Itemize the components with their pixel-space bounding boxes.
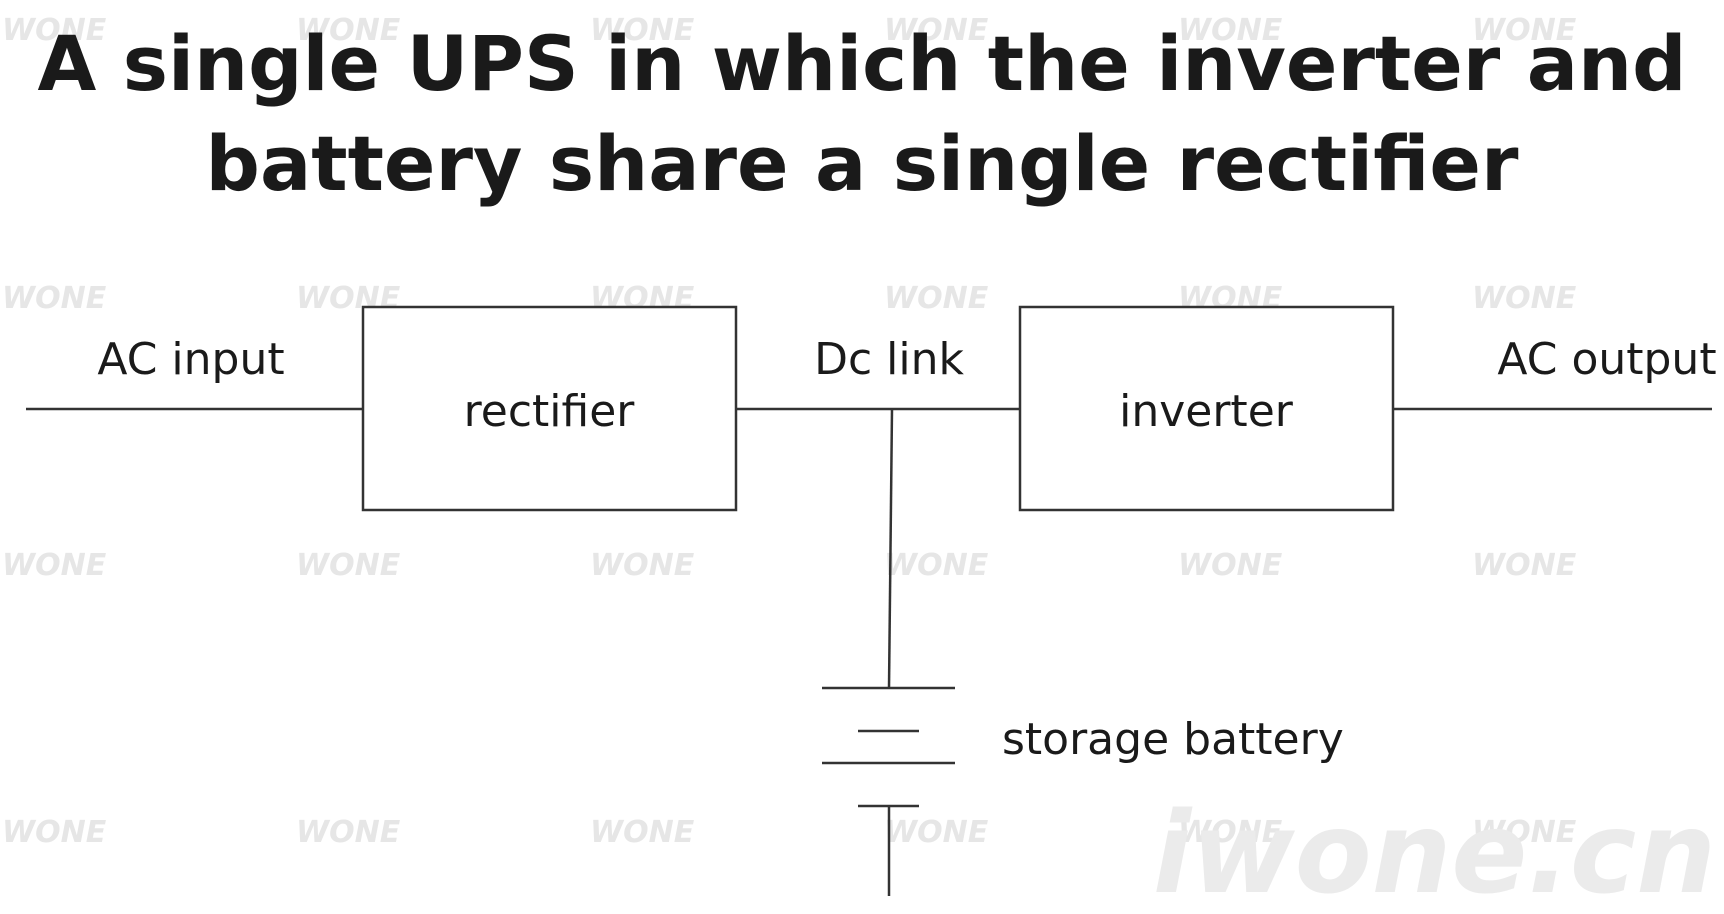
watermark-tile: WONE (1472, 548, 1577, 583)
dc-link-label: Dc link (814, 334, 964, 385)
watermark-tile: WONE (884, 815, 989, 850)
watermark-tile: WONE (2, 13, 107, 48)
watermark-tile: WONE (1472, 13, 1577, 48)
watermark-tile: WONE (590, 13, 695, 48)
watermark-tile: WONE (2, 548, 107, 583)
battery-symbol (822, 686, 955, 808)
watermark-tile: WONE (1178, 815, 1283, 850)
watermark-tile: WONE (1472, 815, 1577, 850)
watermark-tile: WONE (884, 281, 989, 316)
inverter-block (1018, 305, 1395, 512)
watermark-tile: WONE (2, 281, 107, 316)
watermark-tile: WONE (884, 548, 989, 583)
watermark-tile: WONE (296, 548, 401, 583)
ac-output-label: AC output (1497, 334, 1716, 385)
storage-battery-label: storage battery (1002, 714, 1344, 765)
watermark-tile: WONE (296, 815, 401, 850)
watermark-tile: WONE (884, 13, 989, 48)
watermark-tile: WONE (590, 815, 695, 850)
watermark-tile: WONE (1178, 548, 1283, 583)
watermark-tile: WONE (1472, 281, 1577, 316)
page-title: A single UPS in which the inverter and b… (0, 14, 1724, 214)
title-line-2: battery share a single rectifier (205, 119, 1519, 208)
rectifier-label: rectifier (464, 386, 636, 437)
watermark-tile: WONE (296, 13, 401, 48)
inverter-label: inverter (1119, 386, 1294, 437)
watermark-tiles: WONE WONE WONE WONE WONE WONE WONE WONE … (2, 13, 1577, 850)
watermark-logo: iwone.cn (1153, 789, 1716, 914)
ac-input-label: AC input (97, 334, 284, 385)
watermark-tile: WONE (1178, 13, 1283, 48)
watermark-tile: WONE (590, 548, 695, 583)
title-line-1: A single UPS in which the inverter and (37, 19, 1687, 108)
battery-drop-wire (887, 408, 894, 689)
wires (26, 407, 1712, 896)
rectifier-block (361, 305, 738, 512)
watermark-tile: WONE (2, 815, 107, 850)
